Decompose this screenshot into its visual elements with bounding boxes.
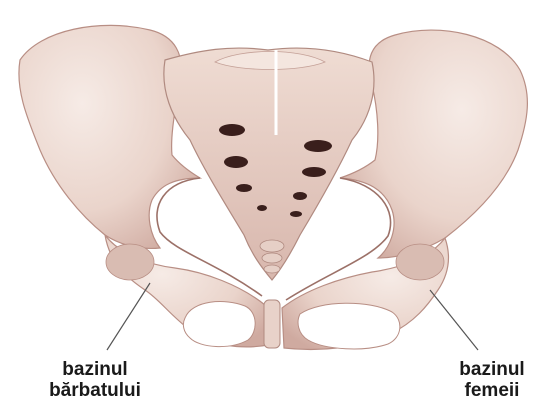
female-pelvis-label: bazinul femeii [448,359,535,401]
female-label-line1: bazinul [448,359,535,380]
right-obturator-foramen [298,303,400,349]
left-obturator-foramen [183,302,255,347]
male-pelvis-label: bazinul bărbatului [30,359,160,401]
female-label-line2: femeii [448,380,535,401]
male-leader-line [107,283,150,350]
male-label-line2: bărbatului [30,380,160,401]
pubic-symphysis [264,300,280,348]
male-label-line1: bazinul [30,359,160,380]
female-leader-line [430,290,478,350]
